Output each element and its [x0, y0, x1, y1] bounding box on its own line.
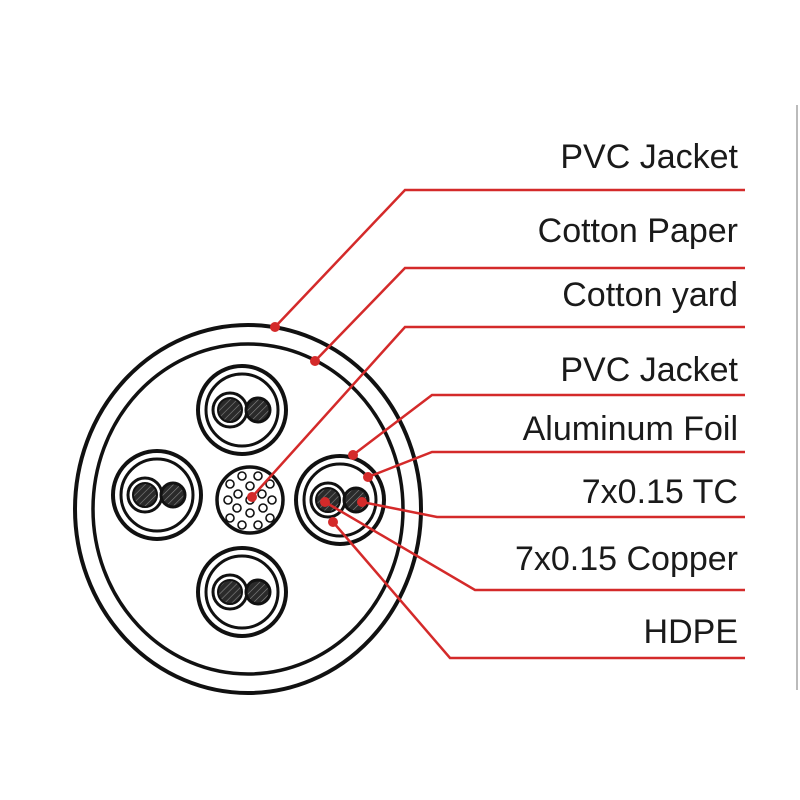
shielded-pair	[196, 364, 288, 456]
filler-yarn	[223, 495, 233, 505]
leader-dot	[310, 356, 320, 366]
filler-yarn	[265, 479, 275, 489]
layer-label: HDPE	[644, 613, 738, 651]
filler-yarn	[245, 508, 255, 518]
leader-dot	[270, 322, 280, 332]
filler-yarn	[233, 489, 243, 499]
leader-line	[363, 450, 745, 482]
layer-label: PVC Jacket	[560, 351, 738, 389]
filler-yarn	[245, 481, 255, 491]
filler-yarn	[267, 495, 277, 505]
leader-line	[357, 497, 745, 519]
leader-line	[328, 517, 745, 660]
layer-label: Cotton Paper	[538, 212, 738, 250]
leader-dot	[247, 492, 257, 502]
filler-yarn	[258, 503, 268, 513]
filler-yarn	[265, 513, 275, 523]
leader-dot	[328, 517, 338, 527]
leader-line	[247, 325, 745, 502]
filler-yarn	[237, 520, 247, 530]
layer-label: 7x0.15 TC	[582, 473, 738, 511]
layer-label: Cotton yard	[562, 276, 738, 314]
leader-dot	[363, 472, 373, 482]
layer-label: 7x0.15 Copper	[515, 540, 738, 578]
filler-yarn	[225, 513, 235, 523]
filler-yarn	[232, 503, 242, 513]
shielded-pair	[196, 546, 288, 638]
leader-line	[310, 266, 745, 366]
filler-yarn	[253, 471, 263, 481]
layer-label: PVC Jacket	[560, 138, 738, 176]
filler-yarn	[225, 479, 235, 489]
leader-dot	[357, 497, 367, 507]
leader-dot	[348, 450, 358, 460]
leader-line	[320, 497, 745, 592]
filler-yarn	[253, 520, 263, 530]
leader-dot	[320, 497, 330, 507]
leader-line	[270, 188, 745, 332]
shielded-pair	[111, 449, 203, 541]
layer-label: Aluminum Foil	[523, 410, 738, 448]
filler-yarn	[257, 489, 267, 499]
leader-line	[348, 393, 745, 460]
filler-yarn	[237, 471, 247, 481]
